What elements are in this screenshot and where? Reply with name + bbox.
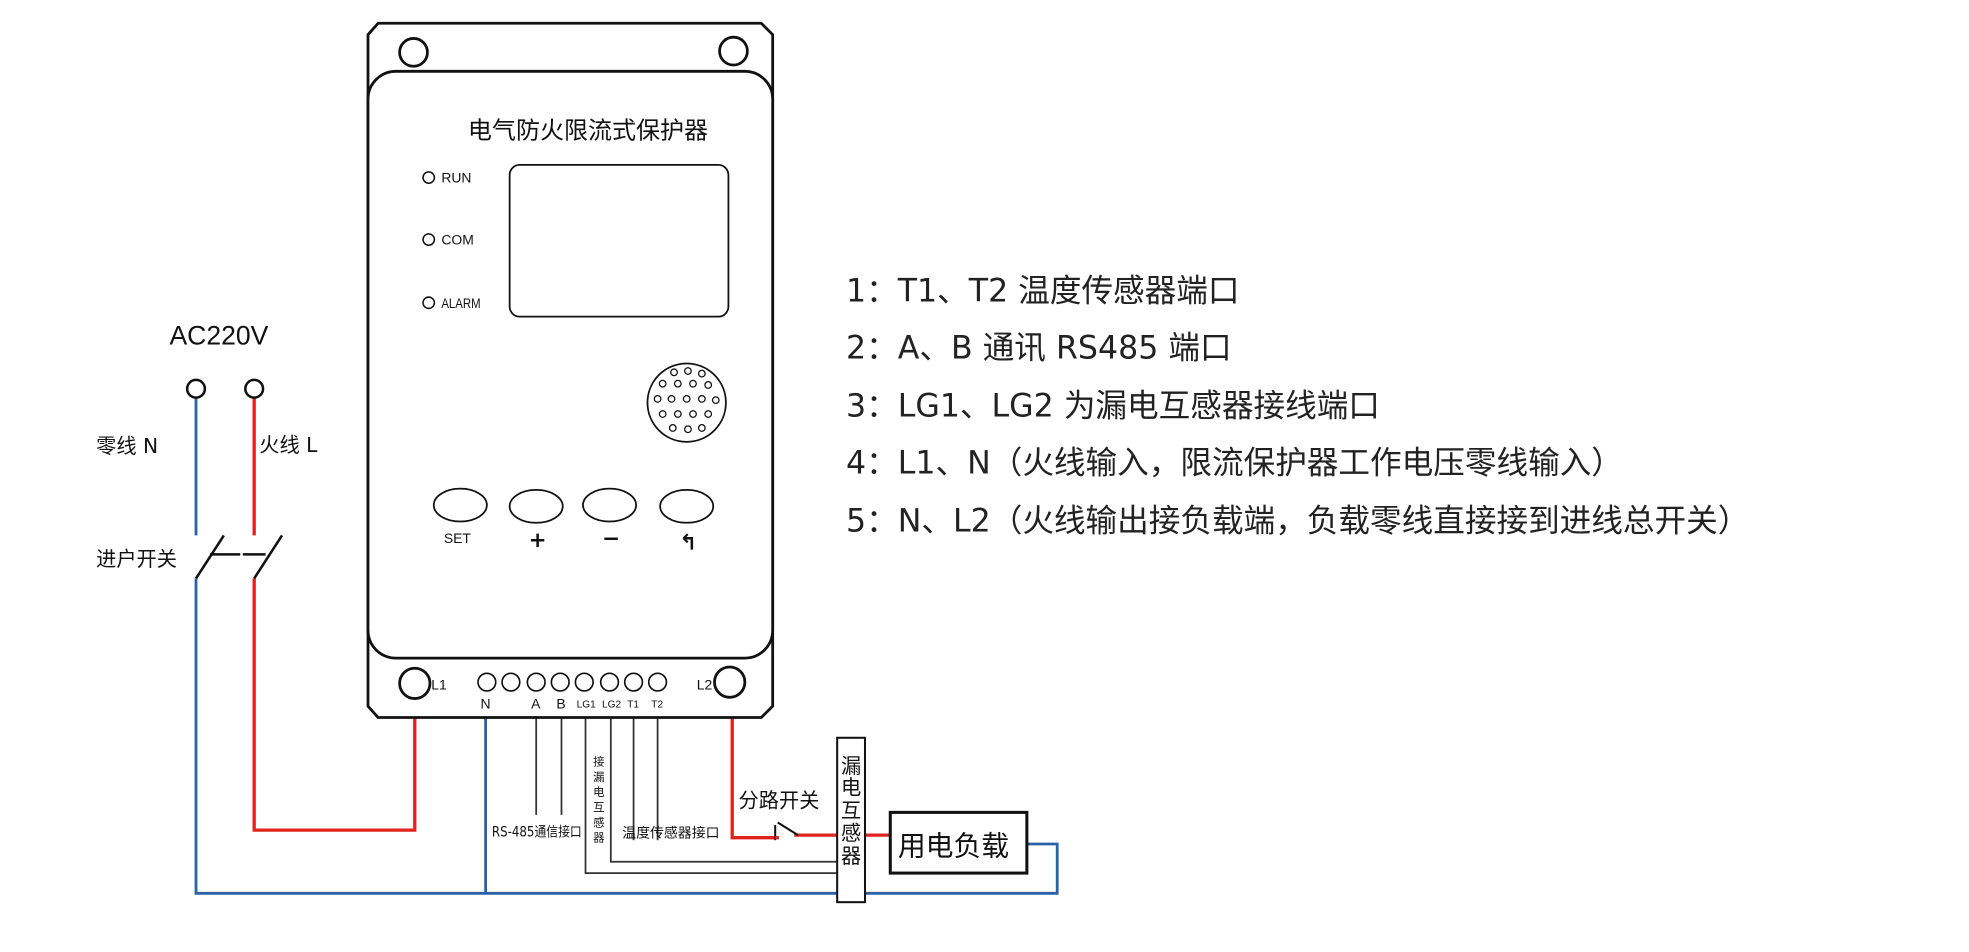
- leakage-label-char: 接: [593, 755, 604, 769]
- minus-button[interactable]: [582, 487, 637, 523]
- terminal-hole: [526, 672, 546, 692]
- branch-switch-label: 分路开关: [739, 788, 820, 812]
- legend-item: 4：L1、N（火线输入，限流保护器工作电压零线输入）: [846, 445, 1623, 481]
- legend-item: 3：LG1、LG2 为漏电互感器接线端口: [846, 389, 1380, 425]
- main-switch-label: 进户开关: [96, 547, 177, 571]
- transformer-char: 电: [841, 776, 861, 800]
- legend-item: 2：A、B 通讯 RS485 端口: [846, 330, 1232, 366]
- temp-sensor-label: 温度传感器接口: [622, 825, 719, 842]
- mounting-hole-top-right: [718, 35, 749, 67]
- leakage-label-char: 漏: [593, 770, 604, 784]
- set-button-label: SET: [444, 530, 472, 546]
- alarm-label: ALARM: [441, 295, 480, 311]
- transformer-label: 漏 电 互 感 器: [841, 754, 861, 868]
- com-led-icon: [422, 233, 436, 246]
- transformer-char: 感: [841, 821, 861, 845]
- terminal-hole: [477, 672, 497, 692]
- live-wire-supply: [252, 397, 417, 832]
- alarm-led-icon: [422, 296, 436, 310]
- main-switch-symbol: [194, 534, 284, 580]
- terminal-t1-label: T1: [627, 699, 639, 710]
- terminal-b-label: B: [556, 696, 565, 712]
- leakage-connection-label: 接 漏 电 互 感 器: [593, 755, 605, 845]
- load-label: 用电负载: [898, 829, 1009, 862]
- mounting-hole-top-left: [398, 37, 429, 68]
- terminal-l1-label: L1: [431, 677, 447, 693]
- live-wire-load: [730, 717, 776, 840]
- live-supply-terminal: [244, 378, 265, 399]
- run-label: RUN: [441, 170, 471, 186]
- minus-button-label: −: [602, 527, 620, 552]
- mounting-hole-bottom-right: [713, 665, 747, 699]
- neutral-supply-terminal: [185, 378, 207, 399]
- legend-item: 1：T1、T2 温度传感器端口: [846, 273, 1239, 309]
- plus-button[interactable]: [508, 489, 564, 524]
- legend-item: 5：N、L2（火线输出接负载端，负载零线直接接到进线总开关）: [846, 504, 1749, 540]
- terminal-t2-label: T2: [651, 699, 663, 710]
- set-button[interactable]: [432, 487, 488, 523]
- device-title: 电气防火限流式保护器: [468, 116, 708, 144]
- device-front-panel: [366, 69, 775, 660]
- terminal-hole: [623, 672, 644, 692]
- leakage-label-char: 互: [593, 800, 604, 814]
- leakage-label-char: 感: [593, 815, 604, 829]
- leakage-transformer: [836, 736, 867, 904]
- com-label: COM: [441, 232, 473, 248]
- electrical-load-box: [888, 810, 1029, 875]
- terminal-legend: 1：T1、T2 温度传感器端口 2：A、B 通讯 RS485 端口 3：LG1、…: [846, 273, 1749, 539]
- supply-voltage: AC220V: [169, 320, 268, 350]
- buzzer-grille-icon: [646, 362, 727, 443]
- terminal-hole: [550, 672, 570, 692]
- terminal-hole: [501, 672, 521, 692]
- lg1-wire: [584, 698, 838, 874]
- protector-device: 电气防火限流式保护器 RUN COM ALARM SET + −: [366, 21, 775, 719]
- terminal-hole: [574, 672, 594, 692]
- mounting-hole-bottom-left: [398, 666, 432, 700]
- branch-switch-symbol: [774, 821, 799, 841]
- terminal-a-label: A: [531, 696, 541, 712]
- terminal-hole: [599, 672, 620, 692]
- back-button[interactable]: [659, 489, 715, 524]
- plus-button-label: +: [529, 528, 547, 553]
- transformer-char: 器: [841, 844, 861, 868]
- leakage-label-char: 器: [593, 830, 605, 844]
- live-label: 火线 L: [259, 433, 318, 457]
- rs485-label: RS-485通信接口: [492, 823, 582, 840]
- terminal-hole: [647, 672, 668, 692]
- lg2-wire: [609, 698, 838, 863]
- transformer-char: 互: [841, 798, 861, 822]
- back-button-label: ↰: [679, 530, 697, 555]
- lcd-display: [508, 164, 730, 318]
- terminal-lg2-label: LG2: [602, 699, 621, 710]
- transformer-char: 漏: [841, 754, 861, 778]
- neutral-label: 零线 N: [96, 434, 158, 458]
- leakage-label-char: 电: [593, 785, 604, 799]
- terminal-n-label: N: [481, 696, 491, 712]
- run-led-icon: [422, 171, 436, 185]
- terminal-l2-label: L2: [697, 677, 713, 693]
- neutral-wire-supply: [194, 397, 1059, 895]
- terminal-lg1-label: LG1: [577, 699, 596, 710]
